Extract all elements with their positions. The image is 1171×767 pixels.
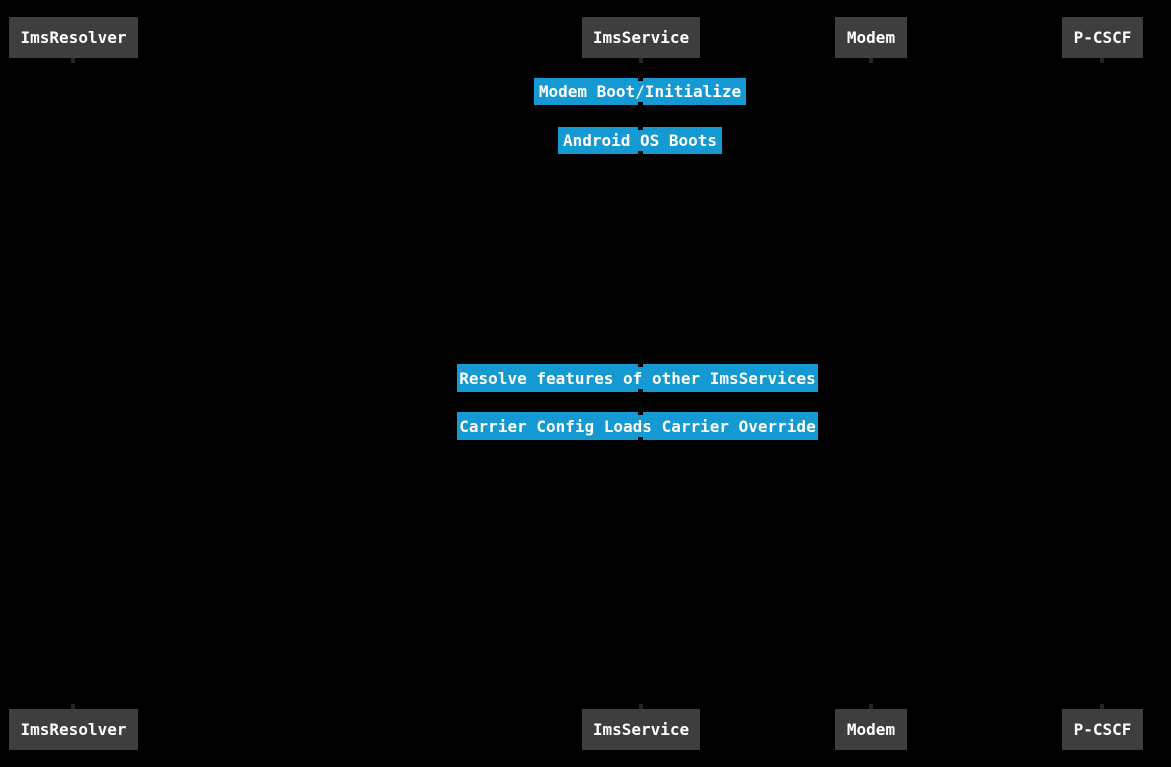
lifeline-stub-modem-top [869,58,873,63]
note-carrier-config-override: Carrier Config Loads Carrier Override [457,412,818,440]
lifeline-tick [638,410,643,415]
lifeline-stub-imsservice-bottom [639,704,643,709]
note-android-os-boots: Android OS Boots [558,127,722,154]
participant-box-imsresolver-bottom: ImsResolver [9,709,138,750]
lifeline-tick [638,389,643,394]
participant-box-imsservice-bottom: ImsService [582,709,700,750]
lifeline-stub-modem-bottom [869,704,873,709]
lifeline-tick [638,76,643,81]
participant-box-pcscf-bottom: P-CSCF [1062,709,1143,750]
lifeline-stub-pcscf-top [1100,58,1104,63]
participant-box-modem-bottom: Modem [835,709,907,750]
lifeline-tick [638,437,643,442]
lifeline-stub-imsservice-top [639,58,643,63]
lifeline-stub-pcscf-bottom [1100,704,1104,709]
lifeline-tick [638,125,643,130]
participant-box-imsservice-top: ImsService [582,17,700,58]
lifeline-stub-imsresolver-bottom [71,704,75,709]
participant-box-pcscf-top: P-CSCF [1062,17,1143,58]
lifeline-stub-imsresolver-top [71,58,75,63]
participant-box-imsresolver-top: ImsResolver [9,17,138,58]
lifeline-tick [638,102,643,107]
participant-box-modem-top: Modem [835,17,907,58]
note-resolve-features: Resolve features of other ImsServices [457,364,818,392]
note-modem-boot-initialize: Modem Boot/Initialize [534,78,746,105]
lifeline-tick [638,151,643,156]
lifeline-tick [638,362,643,367]
